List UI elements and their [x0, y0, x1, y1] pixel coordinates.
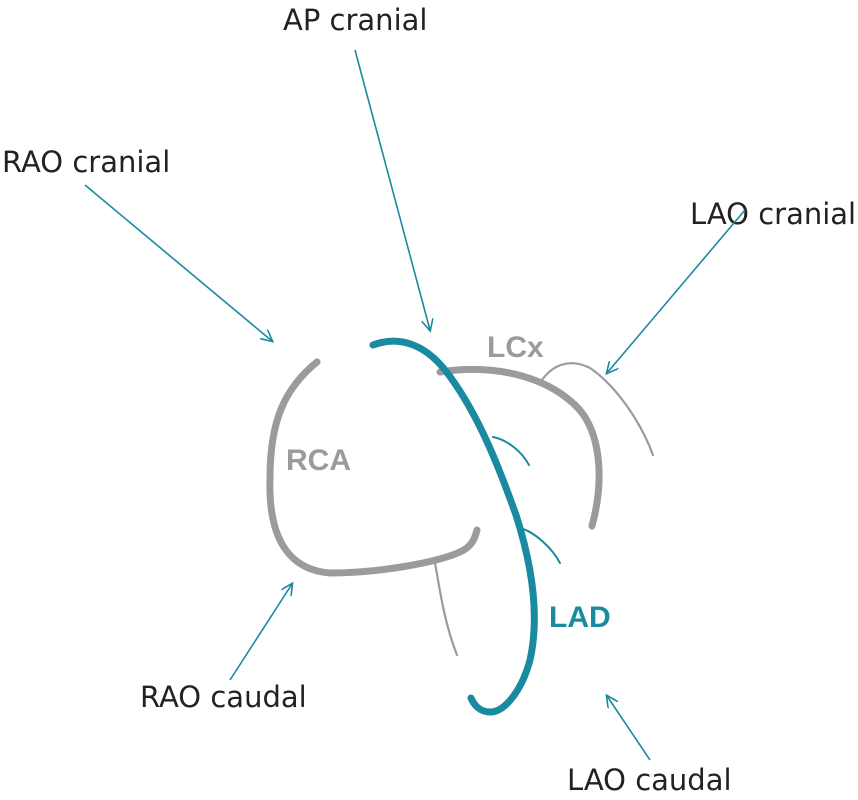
- label-lao-cranial: LAO cranial: [690, 197, 856, 231]
- label-ap-cranial: AP cranial: [283, 3, 427, 37]
- label-rao-cranial: RAO cranial: [2, 145, 170, 179]
- arrow-rao-cranial: [84, 184, 272, 341]
- label-lad: LAD: [549, 601, 611, 634]
- arrow-ap-cranial: [354, 49, 430, 330]
- label-lcx: LCx: [487, 331, 544, 364]
- rca-vessel: [266, 358, 481, 577]
- rca-branch: [433, 561, 459, 657]
- lad-vessel: [369, 337, 538, 716]
- lcx-branch: [538, 362, 655, 457]
- lad-diagonal-branch-2: [519, 527, 561, 564]
- label-rca: RCA: [286, 444, 351, 477]
- arrow-rao-caudal: [229, 584, 292, 681]
- arrow-lao-caudal: [607, 696, 651, 761]
- arrow-lao-cranial: [607, 209, 746, 373]
- label-lao-caudal: LAO caudal: [567, 763, 732, 797]
- lad-diagonal-branch-1: [492, 436, 530, 466]
- label-rao-caudal: RAO caudal: [140, 680, 307, 714]
- lcx-vessel: [436, 365, 603, 530]
